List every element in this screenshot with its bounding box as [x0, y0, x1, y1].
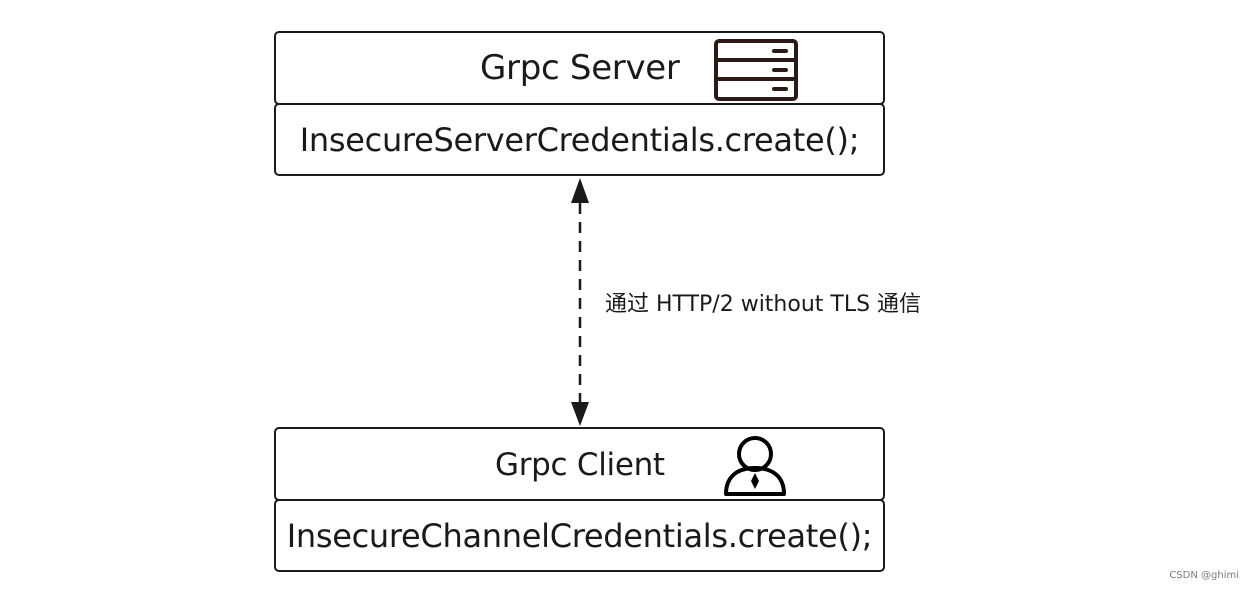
client-title: Grpc Client: [495, 447, 665, 483]
server-credentials-box: InsecureServerCredentials.create();: [274, 103, 885, 176]
server-title: Grpc Server: [480, 48, 680, 88]
dashed-bidirectional-arrow: [571, 178, 589, 426]
client-credentials-code: InsecureChannelCredentials.create();: [286, 516, 873, 555]
server-rack-icon: [714, 39, 798, 105]
watermark: CSDN @ghimi: [1169, 570, 1239, 581]
grpc-server-node: Grpc Server: [274, 31, 885, 105]
user-icon: [722, 432, 788, 502]
grpc-client-node: Grpc Client: [274, 427, 885, 501]
server-credentials-code: InsecureServerCredentials.create();: [299, 120, 860, 159]
connector-label: 通过 HTTP/2 without TLS 通信: [605, 292, 922, 317]
client-credentials-box: InsecureChannelCredentials.create();: [274, 499, 885, 572]
